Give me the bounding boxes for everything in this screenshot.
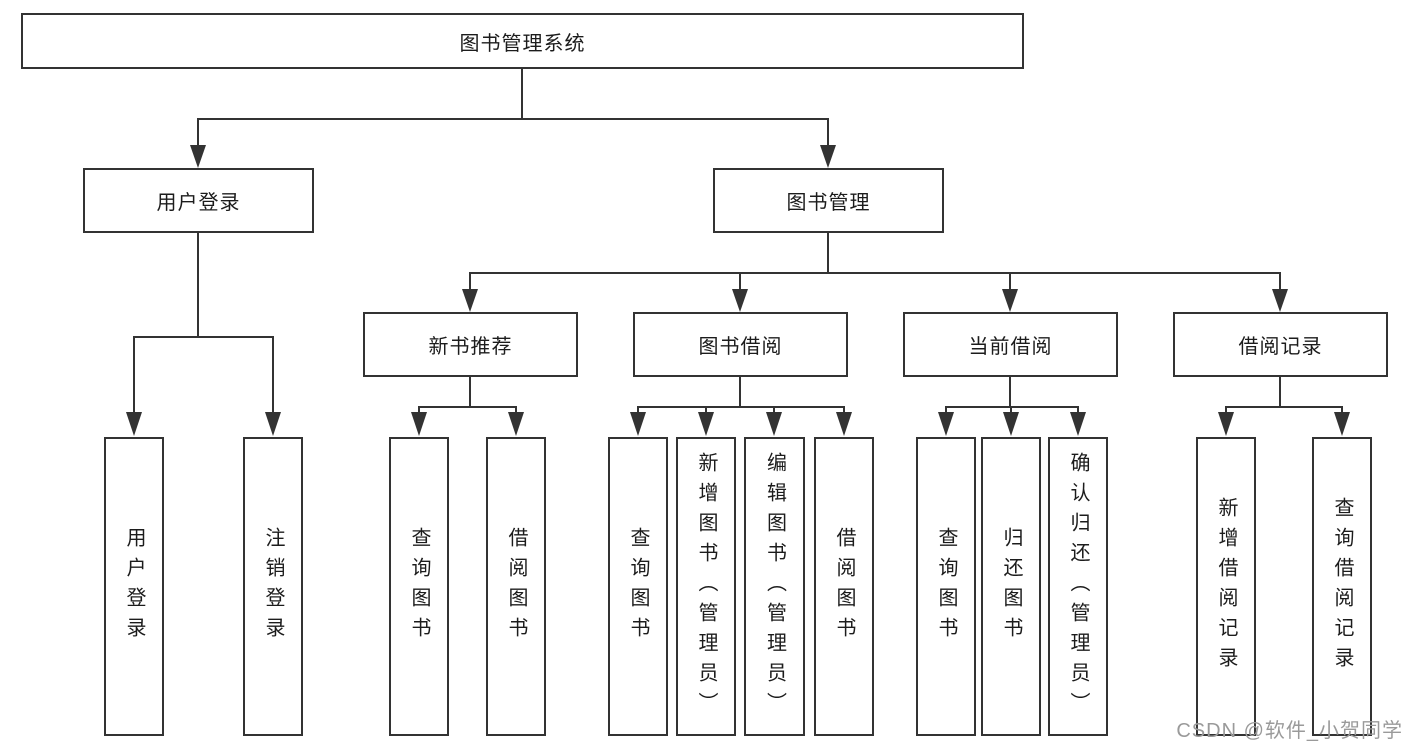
node-label: 图书管理系统 (459, 32, 586, 55)
connector-line (469, 233, 1281, 295)
leaf-user-login: 用户登录 (104, 437, 164, 736)
leaf-add-borrow-record: 新增借阅记录 (1196, 437, 1256, 736)
node-label: 注销登录 (262, 526, 284, 647)
arrowhead-down-icon (462, 289, 478, 312)
node-label: 新书推荐 (428, 336, 513, 358)
leaf-query-books-borrow: 查询图书 (608, 437, 668, 736)
node-label: 借阅图书 (505, 526, 527, 647)
connector-line (418, 377, 517, 418)
node-book-management: 图书管理 (713, 168, 944, 233)
node-label: 归还图书 (1000, 526, 1022, 647)
leaf-query-borrow-record: 查询借阅记录 (1312, 437, 1372, 736)
arrowhead-down-icon (1272, 289, 1288, 312)
arrowhead-down-icon (732, 289, 748, 312)
node-label: 图书借阅 (698, 336, 783, 358)
arrowhead-down-icon (1002, 289, 1018, 312)
arrowhead-down-icon (1070, 412, 1086, 436)
leaf-borrow-books: 借阅图书 (814, 437, 874, 736)
node-label: 新增图书（管理员） (695, 451, 717, 722)
leaf-query-books-recommend: 查询图书 (389, 437, 449, 736)
leaf-edit-books-admin: 编辑图书（管理员） (744, 437, 805, 736)
leaf-add-books-admin: 新增图书（管理员） (676, 437, 736, 736)
node-label: 查询图书 (408, 526, 430, 647)
node-label: 当前借阅 (968, 336, 1053, 358)
connector-line (133, 233, 274, 418)
arrowhead-down-icon (508, 412, 524, 436)
node-label: 查询图书 (627, 526, 649, 647)
connector-line (1225, 377, 1343, 418)
arrowhead-down-icon (698, 412, 714, 436)
node-label: 用户登录 (123, 526, 145, 647)
node-borrow-records: 借阅记录 (1173, 312, 1388, 377)
leaf-borrow-books-recommend: 借阅图书 (486, 437, 546, 736)
node-label: 查询借阅记录 (1331, 496, 1353, 677)
node-book-borrow: 图书借阅 (633, 312, 848, 377)
node-label: 新增借阅记录 (1215, 496, 1237, 677)
node-new-book-recommend: 新书推荐 (363, 312, 578, 377)
arrowhead-down-icon (630, 412, 646, 436)
arrowhead-down-icon (1003, 412, 1019, 436)
node-label: 图书管理 (786, 192, 871, 214)
arrowhead-down-icon (411, 412, 427, 436)
node-current-borrow: 当前借阅 (903, 312, 1118, 377)
connector-line (945, 377, 1079, 418)
arrowhead-down-icon (126, 412, 142, 436)
node-user-login: 用户登录 (83, 168, 314, 233)
arrowhead-down-icon (938, 412, 954, 436)
leaf-logout: 注销登录 (243, 437, 303, 736)
arrowhead-down-icon (1218, 412, 1234, 436)
arrowhead-down-icon (766, 412, 782, 436)
arrowhead-down-icon (190, 145, 206, 168)
arrowhead-down-icon (1334, 412, 1350, 436)
leaf-return-books: 归还图书 (981, 437, 1041, 736)
node-label: 查询图书 (935, 526, 957, 647)
leaf-query-books-current: 查询图书 (916, 437, 976, 736)
node-label: 用户登录 (156, 192, 241, 214)
arrowhead-down-icon (836, 412, 852, 436)
node-library-system: 图书管理系统 (21, 13, 1024, 69)
arrowhead-down-icon (265, 412, 281, 436)
node-label: 借阅图书 (833, 526, 855, 647)
arrowhead-down-icon (820, 145, 836, 168)
node-label: 确认归还（管理员） (1067, 451, 1089, 722)
connector-line (197, 69, 829, 150)
node-label: 借阅记录 (1238, 336, 1323, 358)
node-label: 编辑图书（管理员） (763, 451, 786, 722)
leaf-confirm-return-admin: 确认归还（管理员） (1048, 437, 1108, 736)
watermark: CSDN @软件_小贺同学 (1176, 720, 1403, 742)
connector-line (637, 377, 845, 418)
